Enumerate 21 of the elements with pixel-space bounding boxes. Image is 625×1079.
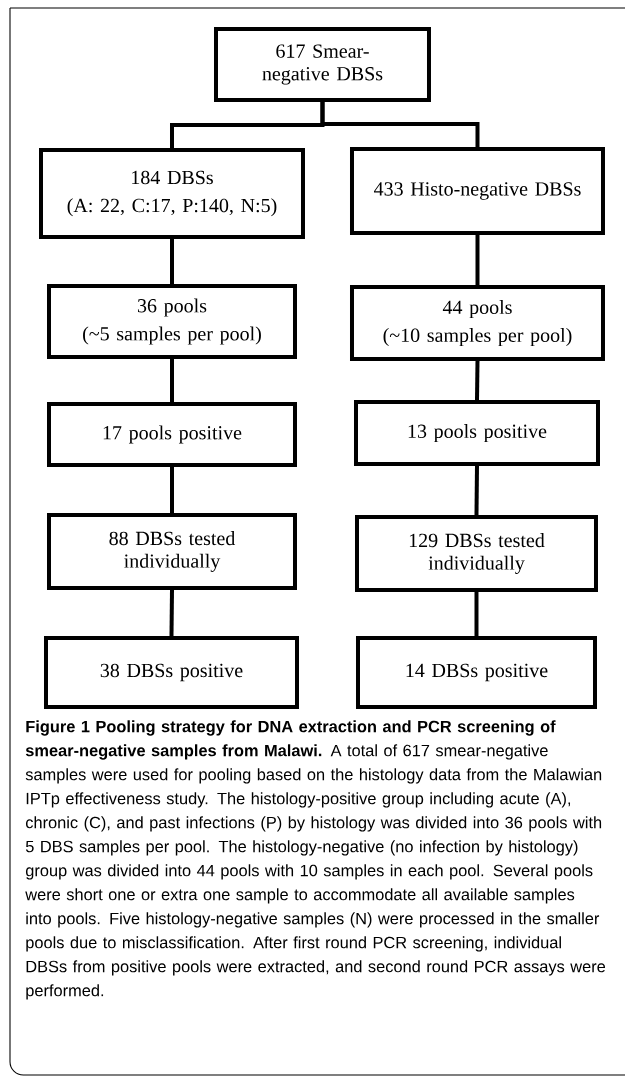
process-box: 433 Histo-negative DBSs <box>350 147 605 235</box>
process-box: 17 pools positive <box>47 402 297 467</box>
connector-line <box>170 239 174 284</box>
connector-line <box>474 592 479 636</box>
process-box: 14 DBSs positive <box>356 636 597 709</box>
process-box: 44 pools (~10 samples per pool) <box>350 285 605 361</box>
connector-line <box>474 466 479 516</box>
connector-line <box>320 102 480 147</box>
connector-line <box>170 467 174 513</box>
caption: Figure 1 Pooling strategy for DNA extraction and PCR screening of smear-negative samples from Malawi. A total of 617 smear-negative samples were used for pooling based on the histology data from the Malawian IPTp effectiveness study. The histology-positive group including acute (A), chronic (C), and past infections (P) by histology was divided into 36 pools with 5 DBS samples per pool. The histology-negative (no infection by histology) group was divided into 44 pools with 10 samples in each pool. Several pools were short one or extra one sample to accommodate all available samples into pools. Five histology-negative samples (N) were processed in the smaller pools due to misclassification. After first round PCR screening, individual DBSs from positive pools were extracted, and second round PCR assays were performed. <box>25 720 606 1000</box>
process-box: 617 Smear-negative DBSs <box>214 27 431 102</box>
process-box: 38 DBSs positive <box>44 636 299 709</box>
connector-line <box>475 235 480 285</box>
connector-line <box>169 590 174 637</box>
process-box: 13 pools positive <box>354 400 600 466</box>
process-box: 129 DBSs tested individually <box>355 515 598 592</box>
connector-line <box>475 361 480 401</box>
process-box: 184 DBSs (A: 22, C:17, P:140, N:5) <box>39 148 305 239</box>
process-box: 88 DBSs tested individually <box>47 513 297 590</box>
connector-line <box>170 359 174 402</box>
process-box: 36 pools (~5 samples per pool) <box>47 284 297 359</box>
